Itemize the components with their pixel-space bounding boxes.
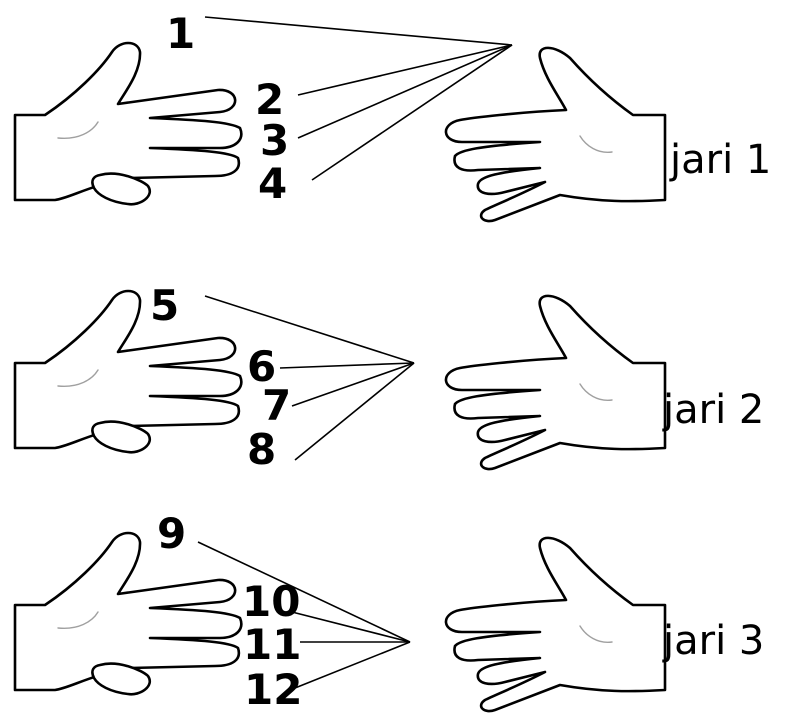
finger-row-1: 1 2 3 4 jari 1 [13,9,771,223]
connector-line [291,611,411,643]
finger-number: 7 [262,381,291,430]
connector-line [204,295,415,364]
finger-number: 1 [166,9,195,58]
row-label: jari 2 [662,387,764,433]
connector-line [291,362,415,407]
finger-number: 10 [242,577,300,626]
finger-number: 6 [247,342,276,391]
row-label: jari 3 [662,618,764,664]
right-hand-icon [444,294,667,471]
connector-line [294,362,415,461]
finger-number: 4 [258,159,287,208]
connector-line [311,44,513,181]
left-hand-icon [13,531,243,696]
right-hand-icon [444,536,667,713]
connector-line [197,541,411,643]
connector-line [279,362,415,369]
left-hand-icon [13,289,243,454]
finger-number: 9 [157,509,186,558]
connector-line [297,44,513,139]
row-label: jari 1 [669,137,771,183]
connector-line [297,44,513,96]
connector-line [204,16,513,46]
finger-row-2: 5 6 7 8 jari 2 [13,281,764,474]
finger-number: 2 [255,75,284,124]
finger-row-3: 9 10 11 12 jari 3 [13,509,764,714]
finger-number: 3 [260,116,289,165]
connector-line [294,641,411,689]
finger-number: 11 [243,620,301,669]
finger-number: 12 [244,665,302,714]
left-hand-icon [13,41,243,206]
finger-number: 5 [150,281,179,330]
right-hand-icon [444,46,667,223]
finger-number: 8 [247,425,276,474]
